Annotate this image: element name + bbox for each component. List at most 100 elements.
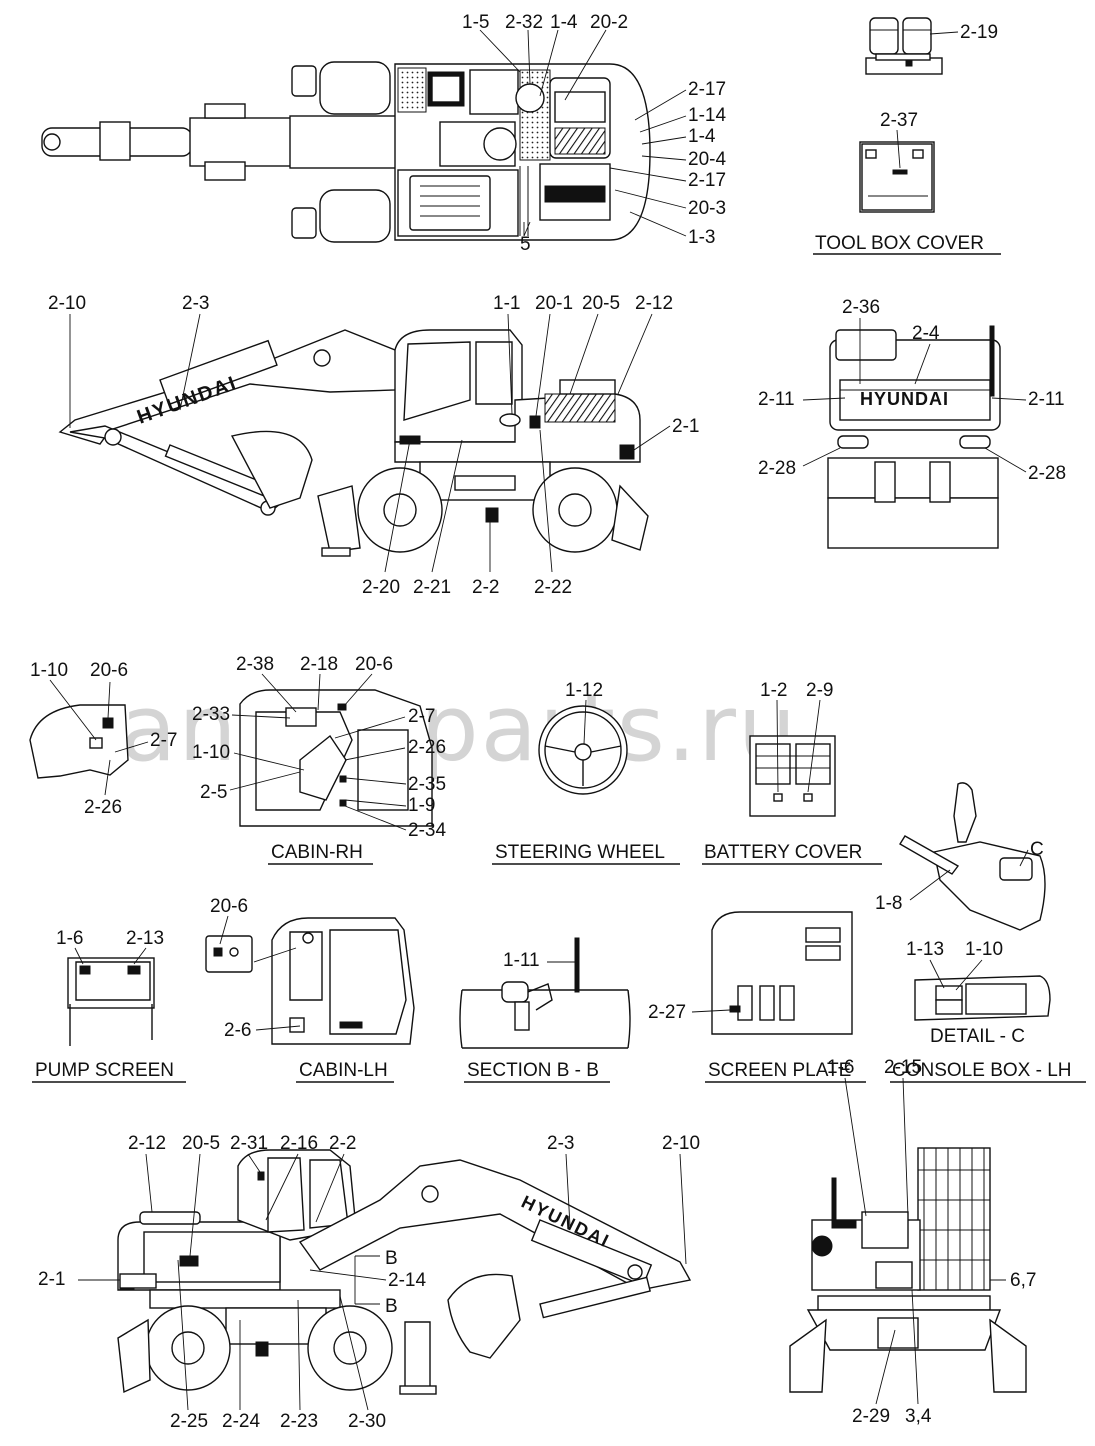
callout-20-3: 20-3 [688, 198, 726, 219]
console-view: C 1-8 [875, 782, 1046, 931]
callout-3-4: 3,4 [905, 1406, 932, 1427]
callout-2-27: 2-27 [648, 1002, 686, 1023]
callout-2-7: 2-7 [408, 706, 435, 727]
callout-c: C [1030, 839, 1044, 860]
callout-2-32: 2-32 [505, 12, 543, 33]
callout-2-17: 2-17 [688, 170, 726, 191]
callout-2-9: 2-9 [806, 680, 833, 701]
side-view-right: HYUNDAI [58, 329, 649, 557]
callout-2-13: 2-13 [126, 928, 164, 949]
callout-1-6: 1-6 [827, 1057, 854, 1078]
callout-2-6: 2-6 [224, 1020, 251, 1041]
screen-plate-caption: SCREEN PLATE [708, 1060, 851, 1081]
callout-1-13: 1-13 [906, 939, 944, 960]
callout-2-35: 2-35 [408, 774, 446, 795]
callout-20-6: 20-6 [355, 654, 393, 675]
detail-c-caption: DETAIL - C [930, 1026, 1025, 1047]
rear-brand: HYUNDAI [860, 389, 949, 409]
callout-1-10: 1-10 [192, 742, 230, 763]
callout-20-1: 20-1 [535, 293, 573, 314]
screen-plate-view: 2-27 SCREEN PLATE [648, 911, 866, 1083]
callout-20-4: 20-4 [688, 149, 726, 170]
callout-2-20: 2-20 [362, 577, 400, 598]
callout-2-12: 2-12 [128, 1133, 166, 1154]
callout-2-2: 2-2 [472, 577, 499, 598]
callout-1-10: 1-10 [30, 660, 68, 681]
callout-1-9: 1-9 [408, 795, 435, 816]
callout-2-18: 2-18 [300, 654, 338, 675]
rear-view-labels: 2-36 2-4 2-11 2-11 2-28 2-28 [758, 297, 1066, 484]
callout-2-21: 2-21 [413, 577, 451, 598]
callout-20-5: 20-5 [582, 293, 620, 314]
callout-2-38: 2-38 [236, 654, 274, 675]
battery-cover-caption: BATTERY COVER [704, 842, 862, 863]
top-view-labels: 1-5 2-32 1-4 20-2 2-17 1-14 1-4 20-4 2-1… [462, 12, 726, 255]
callout-2-16: 2-16 [280, 1133, 318, 1154]
callout-1-1: 1-1 [493, 293, 520, 314]
filter-view: 2-19 [865, 17, 998, 75]
callout-2-26: 2-26 [408, 737, 446, 758]
callout-2-14: 2-14 [388, 1270, 426, 1291]
callout-1-8: 1-8 [875, 893, 902, 914]
callout-20-6: 20-6 [210, 896, 248, 917]
callout-2-31: 2-31 [230, 1133, 268, 1154]
callout-2-28: 2-28 [1028, 463, 1066, 484]
callout-2-3: 2-3 [547, 1133, 574, 1154]
callout-2-19: 2-19 [960, 22, 998, 43]
callout-20-6: 20-6 [90, 660, 128, 681]
callout-2-36: 2-36 [842, 297, 880, 318]
callout-1-14: 1-14 [688, 105, 726, 126]
callout-2-28: 2-28 [758, 458, 796, 479]
callout-2-12: 2-12 [635, 293, 673, 314]
callout-5: 5 [520, 234, 531, 255]
pump-screen-caption: PUMP SCREEN [35, 1060, 174, 1081]
watermark: ansat-parts.ru [120, 675, 798, 782]
callout-2-17: 2-17 [688, 79, 726, 100]
callout-1-4: 1-4 [688, 126, 716, 147]
side-view-right-labels: 2-10 2-3 1-1 20-1 20-5 2-12 2-1 2-20 2-2… [48, 293, 699, 598]
steering-wheel-caption: STEERING WHEEL [495, 842, 665, 863]
section-bb-caption: SECTION B - B [467, 1060, 599, 1081]
callout-1-5: 1-5 [462, 12, 489, 33]
callout-2-3: 2-3 [182, 293, 209, 314]
callout-2-26: 2-26 [84, 797, 122, 818]
callout-2-37: 2-37 [880, 110, 918, 131]
callout-2-7: 2-7 [150, 730, 177, 751]
steering-wheel-view: 1-12 STEERING WHEEL [492, 680, 680, 865]
callout-2-11: 2-11 [758, 389, 795, 410]
callout-2-34: 2-34 [408, 820, 446, 841]
console-box-caption: CONSOLE BOX - LH [892, 1060, 1072, 1081]
callout-2-25: 2-25 [170, 1411, 208, 1432]
callout-2-10: 2-10 [48, 293, 86, 314]
tool-box-cover-view: 2-37 TOOL BOX COVER [813, 110, 1001, 255]
callout-2-10: 2-10 [662, 1133, 700, 1154]
cabin-lh-caption: CABIN-LH [299, 1060, 388, 1081]
callout-1-6: 1-6 [56, 928, 83, 949]
callout-1-11: 1-11 [503, 950, 540, 971]
pump-screen-view: 1-6 2-13 PUMP SCREEN [32, 928, 186, 1083]
callout-2-22: 2-22 [534, 577, 572, 598]
callout-2-15: 2-15 [884, 1057, 922, 1078]
callout-2-30: 2-30 [348, 1411, 386, 1432]
callout-20-5: 20-5 [182, 1133, 220, 1154]
callout-2-33: 2-33 [192, 704, 230, 725]
callout-2-1: 2-1 [38, 1269, 65, 1290]
callout-6-7: 6,7 [1010, 1270, 1036, 1291]
callout-1-10: 1-10 [965, 939, 1003, 960]
callout-2-1: 2-1 [672, 416, 699, 437]
cabin-rh-view [29, 689, 433, 827]
callout-2-29: 2-29 [852, 1406, 890, 1427]
callout-2-24: 2-24 [222, 1411, 260, 1432]
front-view [789, 1147, 1027, 1393]
front-view-labels: 1-6 2-15 6,7 2-29 3,4 [827, 1057, 1036, 1427]
tool-box-cover-caption: TOOL BOX COVER [815, 233, 984, 254]
callout-2-11: 2-11 [1028, 389, 1065, 410]
callout-2-5: 2-5 [200, 782, 227, 803]
callout-b-upper: B [385, 1248, 398, 1269]
cabin-lh-view: 20-6 2-6 CABIN-LH [205, 896, 415, 1083]
callout-1-2: 1-2 [760, 680, 787, 701]
callout-2-4: 2-4 [912, 323, 940, 344]
cabin-rh-labels: 1-10 20-6 2-7 2-26 2-38 2-18 20-6 2-33 2… [30, 654, 446, 865]
callout-2-23: 2-23 [280, 1411, 318, 1432]
